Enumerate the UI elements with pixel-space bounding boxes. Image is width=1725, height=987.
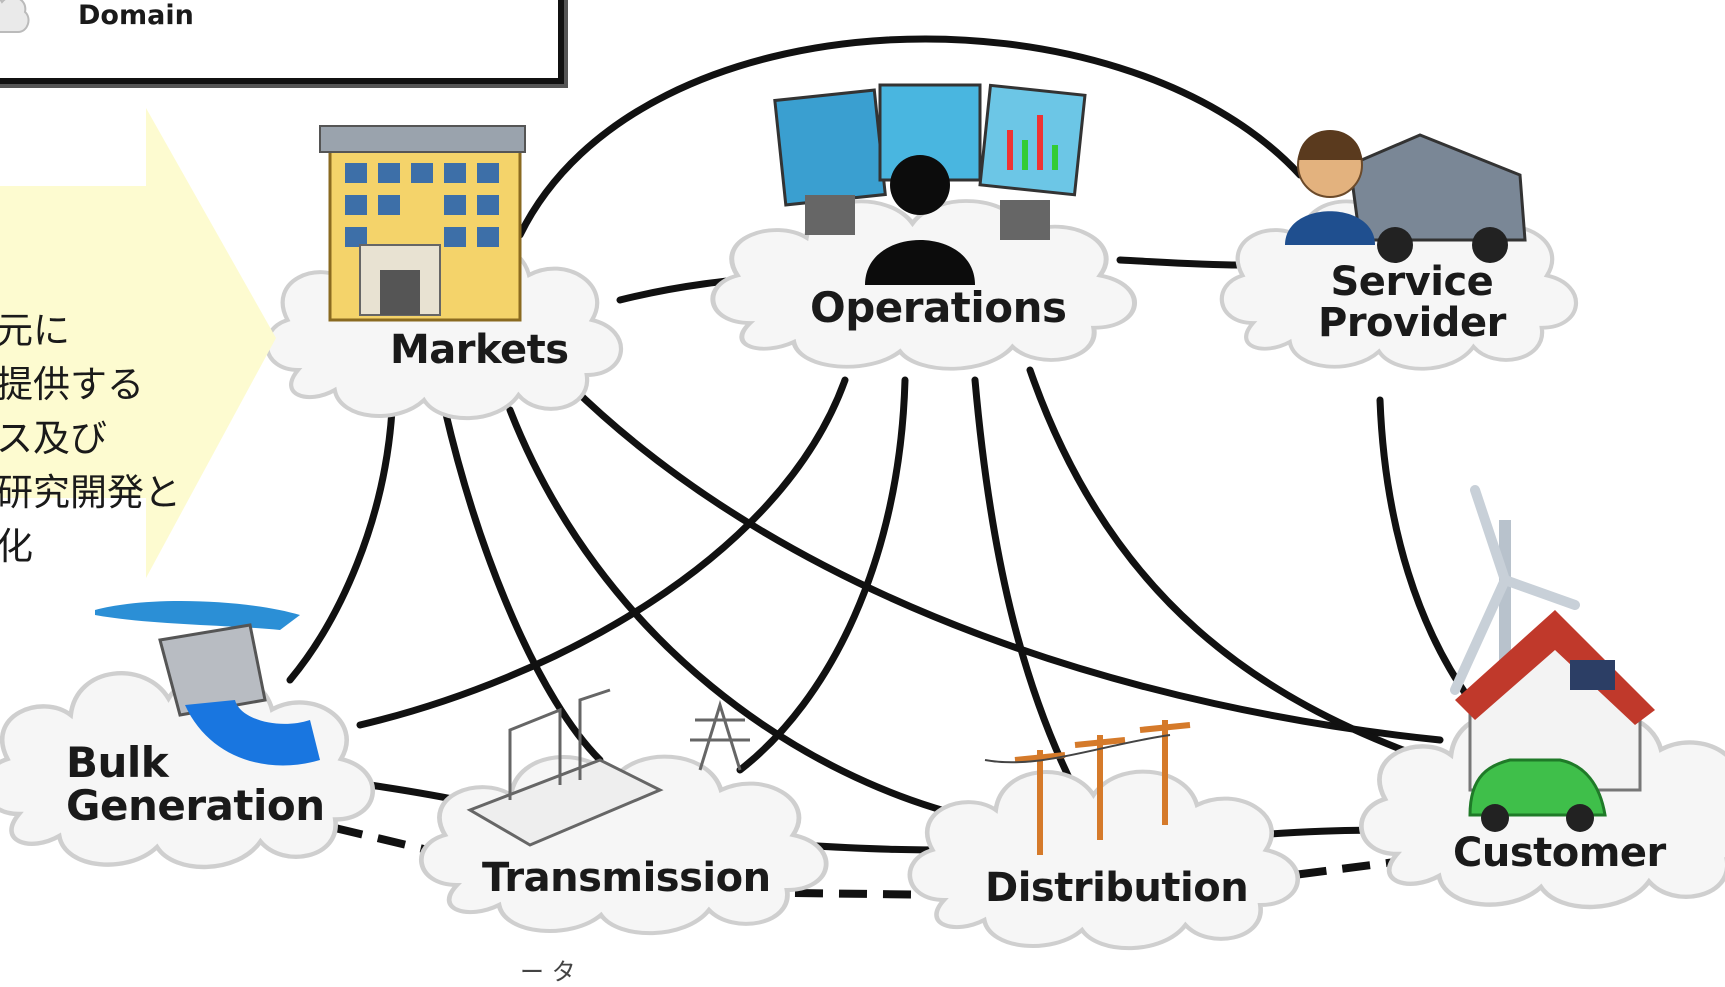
- technician-truck-icon: [1285, 130, 1527, 263]
- power-poles-icon: [984, 720, 1191, 855]
- label-service-provider-line: Provider: [1318, 299, 1506, 346]
- cloud-icon: [0, 0, 30, 33]
- label-service-provider: Service Provider: [1318, 262, 1506, 344]
- note-line: 提供する: [0, 363, 144, 406]
- cloud-distribution: [910, 772, 1298, 949]
- note-line: 研究開発と: [0, 471, 181, 514]
- link-markets-bulk: [286, 406, 396, 684]
- link-operations-customer: [1026, 366, 1434, 764]
- link-markets-customer: [566, 381, 1444, 744]
- link-markets-transmission: [441, 406, 604, 764]
- house-windmill-car-icon: [1450, 485, 1655, 832]
- substation-icon: [466, 688, 750, 847]
- label-distribution: Distribution: [985, 865, 1249, 911]
- note-text: 元に 提供する ス及び 研究開発と 化: [0, 304, 181, 574]
- legend-label: Domain: [78, 0, 194, 31]
- label-bulk-generation-line: Bulk: [66, 738, 169, 787]
- link-markets-distribution: [506, 406, 984, 824]
- link-service-customer: [1376, 396, 1474, 704]
- label-service-provider-line: Service: [1330, 259, 1494, 305]
- monitors-operator-icon: [773, 83, 1087, 285]
- arrow-shape: [0, 108, 276, 578]
- link-operations-transmission: [736, 376, 909, 774]
- link-operations-bulk: [356, 376, 849, 729]
- label-operations: Operations: [810, 283, 1067, 332]
- note-line: 元に: [0, 309, 70, 352]
- legend-box: Domain: [0, 0, 564, 84]
- label-transmission: Transmission: [482, 855, 771, 901]
- building-icon: [319, 125, 526, 322]
- label-customer: Customer: [1453, 830, 1666, 876]
- label-bulk-generation: Bulk Generation: [66, 738, 325, 830]
- label-markets: Markets: [390, 327, 569, 373]
- caption: ー タ: [520, 958, 576, 986]
- link-markets-service: [516, 35, 1304, 239]
- note-arrow: 元に 提供する ス及び 研究開発と 化: [0, 108, 278, 580]
- link-operations-distribution: [971, 376, 1079, 794]
- link-operations-service: [1116, 256, 1244, 269]
- label-bulk-generation-line: Generation: [66, 780, 325, 830]
- dam-icon: [95, 600, 320, 766]
- dash-transmission-distribution: [794, 889, 951, 899]
- note-line: ス及び: [0, 417, 107, 460]
- note-line: 化: [0, 525, 33, 568]
